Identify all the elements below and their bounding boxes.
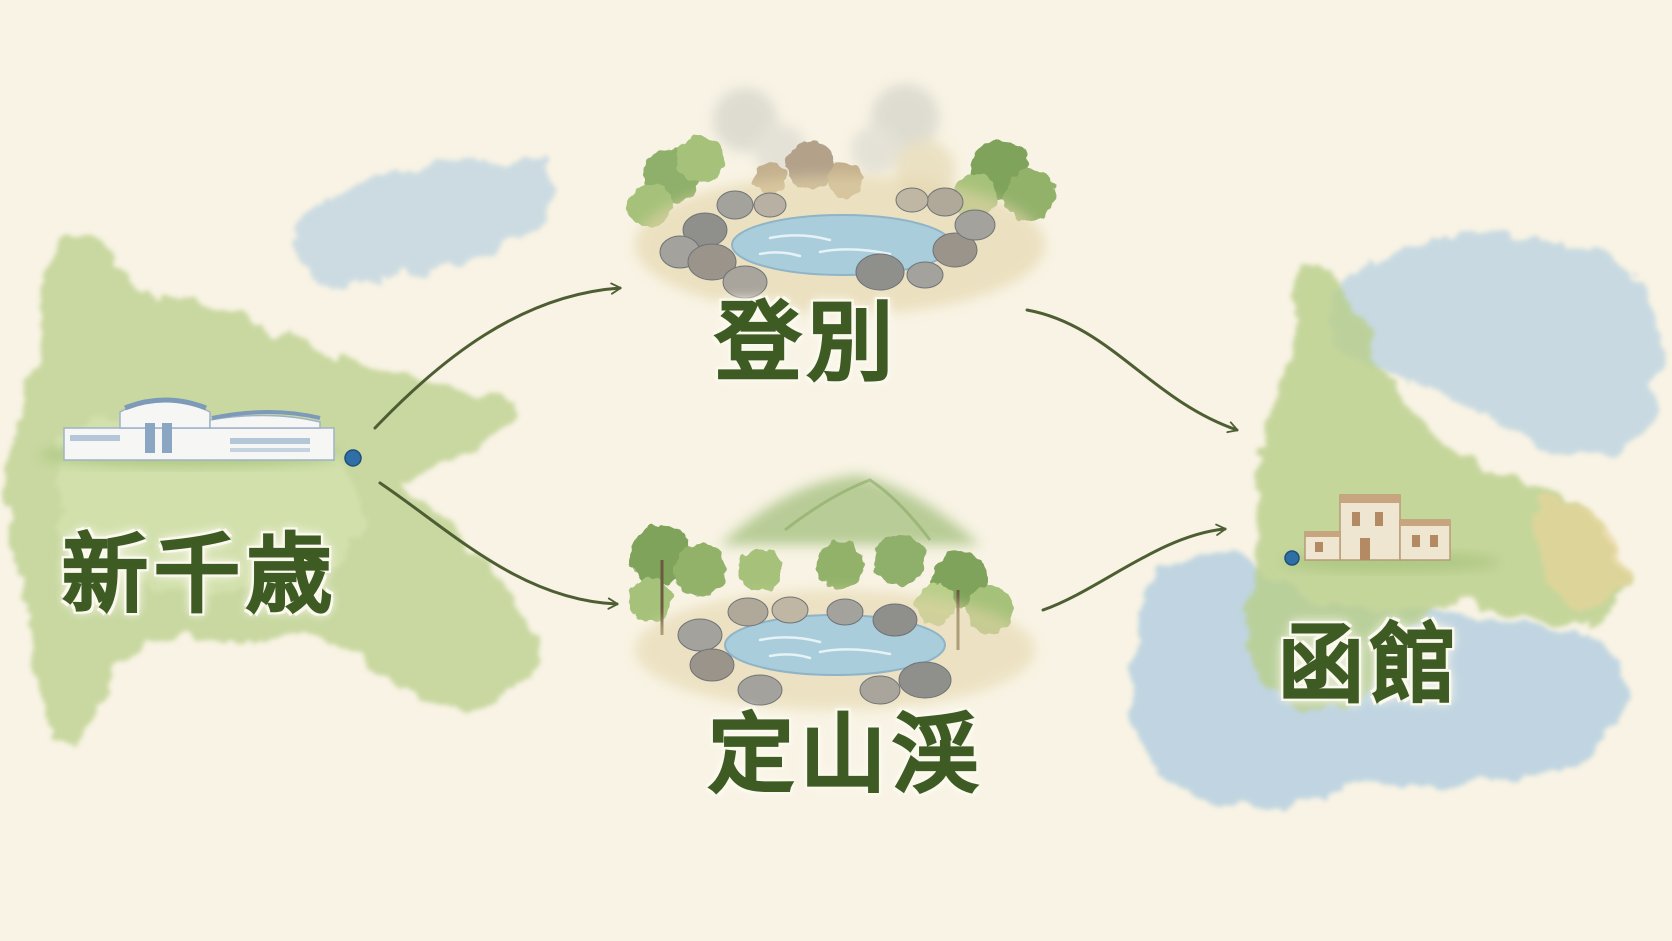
place-label-shinchitose: 新千歳 — [61, 525, 338, 625]
hot-spring-icon — [628, 84, 1056, 315]
arrow-jozankei-to-hakodate — [1041, 523, 1227, 612]
place-label-jozankei: 定山渓 — [707, 705, 984, 805]
place-label-noboribetsu: 登別 — [714, 293, 899, 393]
route-arrows — [373, 282, 1239, 612]
arrow-shinchitose-to-jozankei — [378, 481, 619, 610]
hakodate-landmass — [1129, 233, 1661, 808]
shinchitose-marker — [344, 449, 362, 467]
arrow-noboribetsu-to-hakodate — [1025, 308, 1239, 434]
airport-icon — [40, 397, 340, 467]
city-building-icon — [1280, 494, 1500, 572]
hakodate-marker — [1284, 550, 1300, 566]
place-label-hakodate: 函館 — [1277, 615, 1462, 715]
mountain-hot-spring-icon — [628, 475, 1035, 710]
arrow-shinchitose-to-noboribetsu — [373, 282, 622, 430]
